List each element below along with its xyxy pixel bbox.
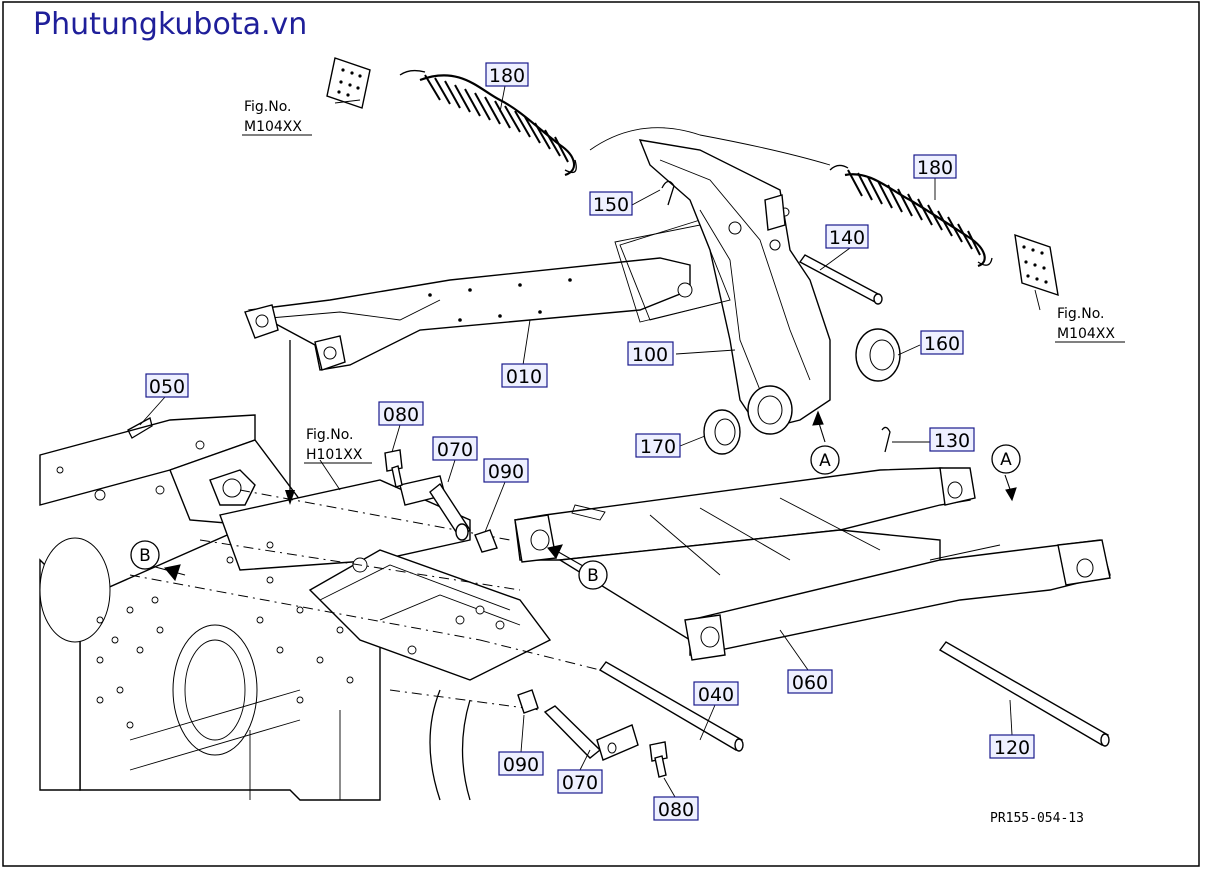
callout-070-top: 070 bbox=[432, 436, 478, 461]
svg-text:Fig.No.: Fig.No. bbox=[244, 99, 292, 115]
svg-text:010: 010 bbox=[506, 366, 542, 388]
svg-text:160: 160 bbox=[924, 333, 960, 355]
svg-text:130: 130 bbox=[934, 430, 970, 452]
svg-text:090: 090 bbox=[503, 754, 539, 776]
watermark-text: Phutungkubota.vn bbox=[33, 7, 307, 42]
svg-text:060: 060 bbox=[792, 672, 828, 694]
svg-text:B: B bbox=[139, 546, 151, 566]
callout-150: 150 bbox=[589, 191, 633, 216]
callout-100: 100 bbox=[627, 341, 674, 366]
callout-080-top: 080 bbox=[378, 401, 424, 426]
svg-text:070: 070 bbox=[437, 439, 473, 461]
callout-070-bottom: 070 bbox=[557, 769, 603, 794]
frame-060 bbox=[514, 467, 1111, 661]
svg-text:A: A bbox=[819, 451, 831, 471]
svg-text:150: 150 bbox=[593, 194, 629, 216]
fig-ref-m104-left: Fig.No. M104XX bbox=[242, 99, 312, 136]
marker-a-right: A bbox=[991, 444, 1021, 474]
callout-080-bottom: 080 bbox=[653, 796, 699, 821]
svg-text:090: 090 bbox=[488, 461, 524, 483]
svg-text:M104XX: M104XX bbox=[244, 119, 302, 135]
fig-ref-m104-right: Fig.No. M104XX bbox=[1055, 306, 1125, 343]
callout-010: 010 bbox=[501, 363, 548, 388]
marker-a-upper: A bbox=[810, 445, 840, 475]
callout-180-right: 180 bbox=[913, 154, 957, 179]
svg-text:140: 140 bbox=[829, 227, 865, 249]
arm-100 bbox=[614, 139, 831, 435]
svg-text:180: 180 bbox=[489, 65, 525, 87]
bracket-plate-right bbox=[1014, 233, 1059, 297]
chassis-frame bbox=[39, 414, 552, 801]
svg-text:080: 080 bbox=[383, 404, 419, 426]
arrow-head-010 bbox=[285, 490, 295, 505]
spring-right bbox=[829, 164, 993, 268]
svg-text:180: 180 bbox=[917, 157, 953, 179]
svg-text:070: 070 bbox=[562, 772, 598, 794]
callout-170: 170 bbox=[635, 433, 681, 458]
direction-arrows bbox=[147, 410, 1017, 582]
svg-text:100: 100 bbox=[632, 344, 668, 366]
callout-090-top: 090 bbox=[483, 458, 529, 483]
bearing-170 bbox=[703, 409, 741, 455]
svg-text:050: 050 bbox=[149, 376, 185, 398]
fig-ref-h101: Fig.No. H101XX bbox=[304, 427, 372, 464]
pin-120 bbox=[938, 641, 1110, 747]
pivot-pin-070-bottom bbox=[543, 705, 639, 761]
svg-text:A: A bbox=[1000, 450, 1012, 470]
svg-text:H101XX: H101XX bbox=[306, 447, 363, 463]
svg-text:B: B bbox=[587, 566, 599, 586]
callout-160: 160 bbox=[920, 330, 964, 355]
bolt-080-top bbox=[384, 449, 403, 488]
marker-b-left: B bbox=[130, 540, 160, 570]
marker-b-center: B bbox=[578, 560, 608, 590]
arm-010 bbox=[244, 219, 731, 371]
pin-040 bbox=[598, 661, 744, 752]
cotter-pin-150 bbox=[661, 180, 675, 206]
callout-120: 120 bbox=[989, 734, 1035, 759]
svg-text:120: 120 bbox=[994, 737, 1030, 759]
bearing-160 bbox=[855, 328, 901, 382]
pin-140 bbox=[798, 254, 883, 305]
callout-180-left: 180 bbox=[485, 62, 529, 87]
svg-text:040: 040 bbox=[698, 684, 734, 706]
bracket-plate-left bbox=[326, 57, 371, 109]
fitting-090-top bbox=[474, 529, 498, 553]
callout-060: 060 bbox=[787, 669, 833, 694]
svg-text:170: 170 bbox=[640, 436, 676, 458]
callout-050: 050 bbox=[145, 373, 189, 398]
drawing-code: PR155-054-13 bbox=[990, 811, 1084, 826]
spring-left bbox=[399, 69, 577, 177]
pivot-pin-070-top bbox=[399, 475, 471, 541]
leader-lines bbox=[139, 85, 1041, 798]
bolt-080-bottom bbox=[649, 741, 668, 778]
cotter-pin-130 bbox=[881, 426, 891, 453]
fitting-090-bottom bbox=[517, 689, 539, 714]
svg-text:Fig.No.: Fig.No. bbox=[306, 427, 354, 443]
svg-text:080: 080 bbox=[658, 799, 694, 821]
callout-130: 130 bbox=[929, 427, 975, 452]
callout-090-bottom: 090 bbox=[498, 751, 544, 776]
svg-text:Fig.No.: Fig.No. bbox=[1057, 306, 1105, 322]
callout-140: 140 bbox=[825, 224, 869, 249]
svg-text:M104XX: M104XX bbox=[1057, 326, 1115, 342]
callout-040: 040 bbox=[693, 681, 739, 706]
